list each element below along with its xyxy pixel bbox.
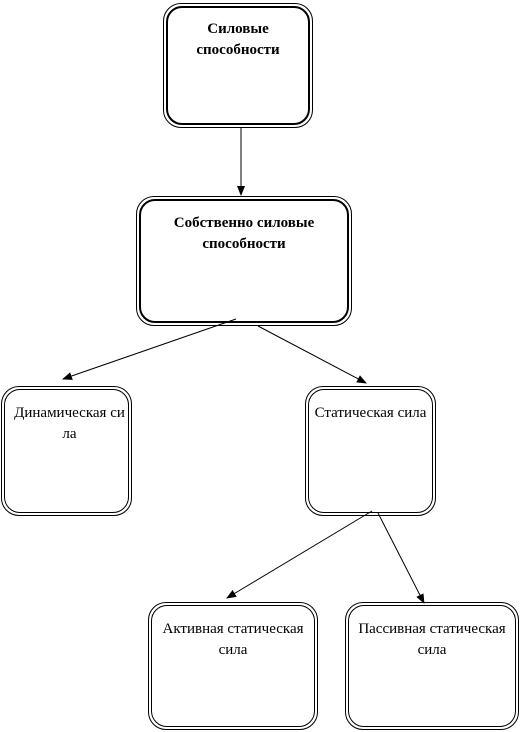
node-label-active-static-strength: Активная статическая сила xyxy=(162,621,304,658)
node-power-abilities: Силовые способности xyxy=(163,3,313,128)
node-inner-border xyxy=(4,389,129,513)
node-inner-border xyxy=(166,6,310,125)
arrow-own-to-dynamic xyxy=(62,318,237,380)
node-inner-border xyxy=(151,605,315,727)
node-label-passive-static-strength: Пассивная статическая сила xyxy=(358,621,506,658)
node-inner-border xyxy=(308,389,433,513)
node-inner-border xyxy=(139,199,349,323)
node-outer-border xyxy=(305,386,436,516)
arrow-static-to-passive xyxy=(377,512,425,604)
node-active-static-strength: Активная статическая сила xyxy=(148,602,318,730)
node-label-own-power-abilities: Собственно силовые способности xyxy=(173,215,315,252)
node-own-power-abilities: Собственно силовые способности xyxy=(136,196,352,326)
node-dynamic-strength: Динамическая сила xyxy=(1,386,132,516)
node-static-strength: Статическая сила xyxy=(305,386,436,516)
arrow-own-to-static xyxy=(257,325,367,384)
node-inner-border xyxy=(348,605,516,727)
arrow-static-to-active xyxy=(226,510,373,599)
node-outer-border xyxy=(1,386,132,516)
node-outer-border xyxy=(345,602,519,730)
node-label-power-abilities: Силовые способности xyxy=(196,21,280,58)
node-label-static-strength: Статическая сила xyxy=(314,405,427,421)
node-passive-static-strength: Пассивная статическая сила xyxy=(345,602,519,730)
node-outer-border xyxy=(148,602,318,730)
node-outer-border xyxy=(163,3,313,128)
node-outer-border xyxy=(136,196,352,326)
node-label-dynamic-strength: Динамическая сила xyxy=(14,405,125,442)
